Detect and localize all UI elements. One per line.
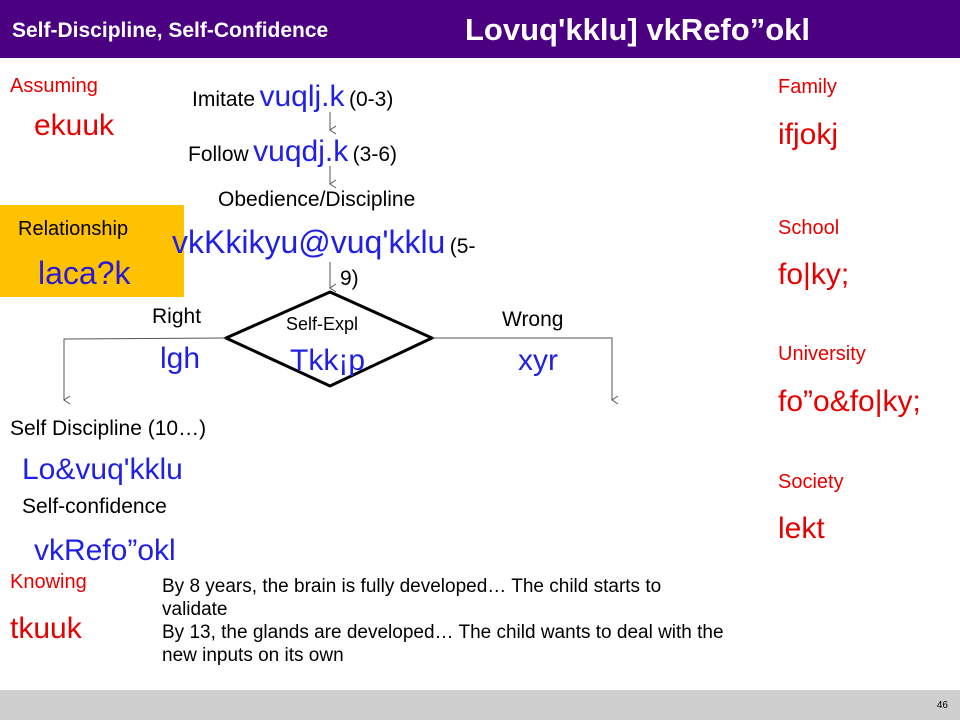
- right-hindi: lgh: [160, 342, 201, 375]
- university-hindi: fo”o&fo|ky;: [778, 385, 921, 418]
- obedience-step: vkKkikyu@vuq'kklu (5-: [172, 226, 552, 262]
- imitate-step: Imitate vuqlj.k (0-3): [192, 82, 393, 112]
- self-confidence-label: Self-confidence: [22, 495, 167, 518]
- follow-age: (3-6): [352, 143, 397, 166]
- diamond-hindi: Tkk¡p: [290, 344, 365, 377]
- note-line-1: By 8 years, the brain is fully developed…: [162, 576, 662, 597]
- relationship-label: Relationship: [18, 218, 129, 240]
- title-hindi: Lovuq'kklu] vkRefo”okl: [465, 12, 810, 47]
- society-hindi: lekt: [778, 512, 825, 545]
- obedience-age-cont: 9): [340, 267, 359, 290]
- obedience-label: Obedience/Discipline: [218, 188, 416, 211]
- school-hindi: fo|ky;: [778, 258, 850, 291]
- imitate-hindi: vuqlj.k: [259, 80, 345, 113]
- knowing-label: Knowing: [10, 571, 87, 593]
- assuming-hindi: ekuuk: [34, 109, 115, 142]
- note-line-2: validate: [162, 599, 228, 620]
- relationship-hindi: laca?k: [38, 255, 131, 291]
- self-confidence-hindi: vkRefo”okl: [34, 534, 176, 567]
- self-discipline-label: Self Discipline (10…): [10, 417, 207, 440]
- arrow-right-branch: [63, 337, 227, 405]
- title-english: Self-Discipline, Self-Confidence: [12, 19, 329, 42]
- diamond-label: Self-Expl: [286, 314, 359, 334]
- family-label: Family: [778, 76, 837, 98]
- note-line-3: By 13, the glands are developed… The chi…: [162, 622, 724, 643]
- follow-label: Follow: [188, 143, 249, 166]
- obedience-age: (5-: [449, 235, 476, 258]
- wrong-hindi: xyr: [518, 344, 558, 377]
- follow-step: Follow vuqdj.k (3-6): [188, 137, 397, 167]
- note-line-4: new inputs on its own: [162, 645, 344, 666]
- assuming-label: Assuming: [10, 75, 98, 97]
- wrong-label: Wrong: [502, 308, 564, 331]
- right-label: Right: [152, 305, 202, 328]
- family-hindi: ifjokj: [778, 118, 839, 151]
- decision-diamond: [222, 290, 436, 388]
- relationship-box: Relationship laca?k: [0, 205, 184, 297]
- school-label: School: [778, 217, 840, 239]
- imitate-age: (0-3): [348, 88, 394, 111]
- obedience-hindi: vkKkikyu@vuq'kklu: [172, 224, 446, 260]
- follow-hindi: vuqdj.k: [253, 135, 349, 168]
- knowing-hindi: tkuuk: [10, 612, 82, 645]
- footer-bar: 46: [0, 690, 960, 720]
- title-bar: Self-Discipline, Self-Confidence Lovuq'k…: [0, 0, 960, 58]
- arrow-wrong-branch: [432, 337, 619, 405]
- society-label: Society: [778, 471, 844, 493]
- university-label: University: [778, 343, 866, 365]
- page-number: 46: [936, 700, 948, 711]
- self-discipline-hindi: Lo&vuq'kklu: [22, 453, 183, 486]
- imitate-label: Imitate: [192, 88, 256, 111]
